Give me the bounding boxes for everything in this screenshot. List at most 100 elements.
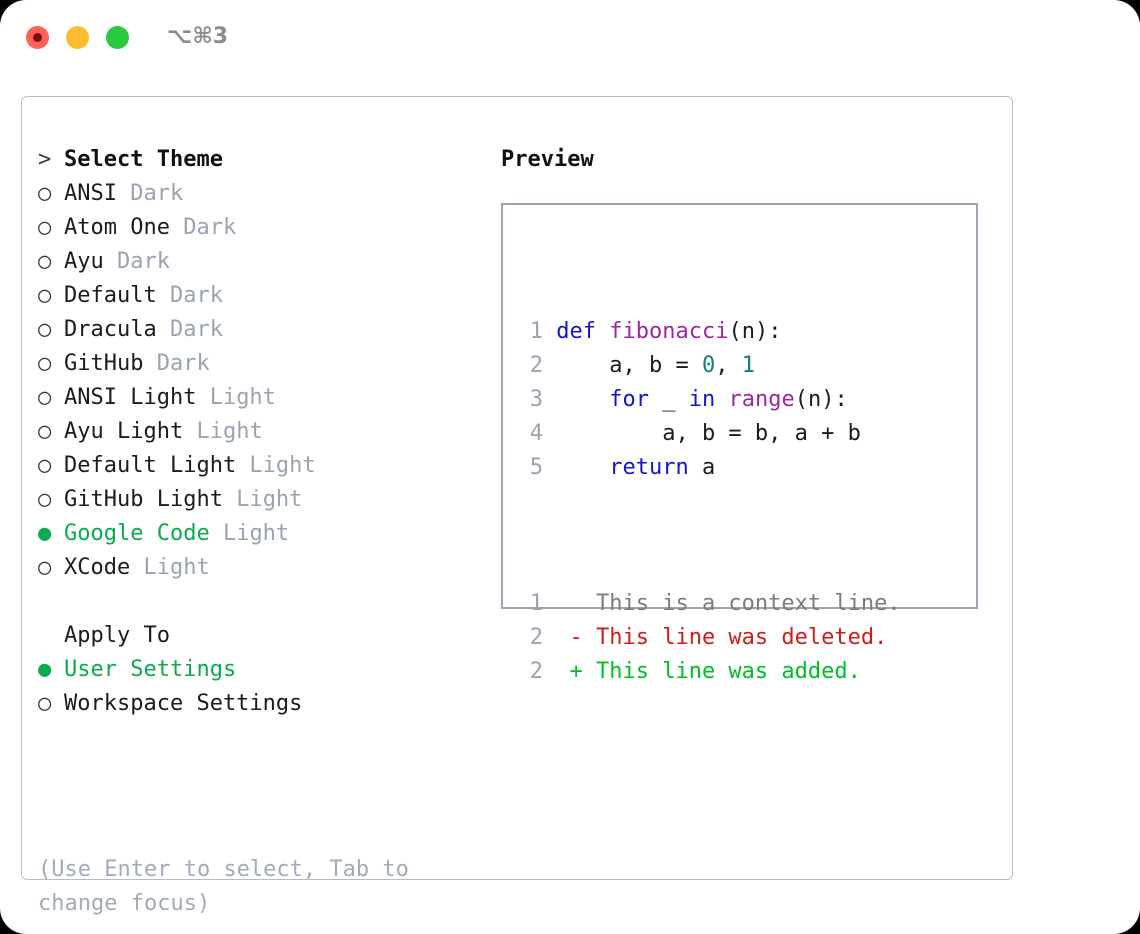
theme-list-item[interactable]: ○ GitHub Light Light xyxy=(38,483,488,517)
theme-name: XCode xyxy=(64,555,131,580)
theme-variant-tag: Light xyxy=(130,555,210,580)
theme-name: Default Light xyxy=(64,453,237,478)
diff-lines: 1 This is a context line.2 - This line w… xyxy=(517,587,901,689)
code-token: a, b = xyxy=(556,353,702,378)
radio-unselected-icon: ○ xyxy=(38,317,52,342)
apply-to-heading-label: Apply To xyxy=(64,623,170,648)
close-dot-icon xyxy=(33,33,42,42)
select-theme-heading: > Select Theme xyxy=(38,143,488,177)
theme-name: ANSI Light xyxy=(64,385,197,410)
code-token xyxy=(556,455,609,480)
line-number: 1 xyxy=(529,591,543,616)
line-number: 2 xyxy=(529,659,543,684)
apply-to-heading-spacer-icon: ○ xyxy=(38,619,64,653)
diff-line: 1 This is a context line. xyxy=(517,587,901,621)
code-line: 3 for _ in range(n): xyxy=(517,383,901,417)
apply-to-list: ●User Settings○Workspace Settings xyxy=(38,653,488,721)
theme-variant-tag: Dark xyxy=(143,351,210,376)
theme-variant-tag: Light xyxy=(196,385,276,410)
theme-list-item[interactable]: ○Default Light Light xyxy=(38,449,488,483)
diff-line: 2 + This line was added. xyxy=(517,655,901,689)
theme-name: GitHub Light xyxy=(64,487,223,512)
preview-title: Preview xyxy=(501,147,594,172)
apply-to-item[interactable]: ●User Settings xyxy=(38,653,488,687)
theme-name: Atom One xyxy=(64,215,170,240)
preview-column: Preview 1 def fibonacci(n):2 a, b = 0, 1… xyxy=(501,143,991,684)
apply-to-heading: ○Apply To xyxy=(38,619,488,653)
theme-variant-tag: Dark xyxy=(169,215,237,240)
theme-list-item[interactable]: ○ GitHub Dark xyxy=(38,347,488,381)
diff-line-text: + This line was added. xyxy=(543,659,861,684)
code-line: 2 a, b = 0, 1 xyxy=(517,349,901,383)
theme-list-item[interactable]: ○Ayu Dark xyxy=(38,245,488,279)
radio-unselected-icon: ○ xyxy=(38,691,52,716)
code-token: for xyxy=(609,387,649,412)
theme-name: Dracula xyxy=(64,317,157,342)
theme-list-item[interactable]: ○ Ayu Light Light xyxy=(38,415,488,449)
radio-unselected-icon: ○ xyxy=(38,385,52,410)
line-number: 3 xyxy=(529,387,543,412)
theme-list-item[interactable]: ○ANSI Dark xyxy=(38,177,488,211)
code-token: a xyxy=(688,455,716,480)
theme-name: Ayu Light xyxy=(64,419,184,444)
zoom-button[interactable] xyxy=(106,26,129,49)
line-number: 1 xyxy=(529,319,543,344)
theme-list-item[interactable]: ○ Dracula Dark xyxy=(38,313,488,347)
theme-variant-tag: Dark xyxy=(156,283,223,308)
close-button[interactable] xyxy=(26,26,49,49)
radio-unselected-icon: ○ xyxy=(38,215,52,240)
theme-list-item[interactable]: ○XCode Light xyxy=(38,551,488,585)
code-token: (n): xyxy=(794,387,848,412)
apply-to-label: User Settings xyxy=(64,657,237,682)
minimize-button[interactable] xyxy=(66,26,89,49)
line-number: 5 xyxy=(529,455,543,480)
content-panel: >Select Theme ○ANSI Dark○Atom One Dark○A… xyxy=(21,96,1013,916)
code-gutter-space xyxy=(543,319,556,344)
theme-variant-tag: Dark xyxy=(103,249,170,274)
diff-line-text: - This line was deleted. xyxy=(543,625,888,650)
code-token: in xyxy=(688,387,716,412)
theme-variant-tag: Light xyxy=(222,487,303,512)
code-token: range xyxy=(728,387,795,412)
line-number: 2 xyxy=(529,353,543,378)
code-gutter-space xyxy=(543,353,556,378)
theme-name: GitHub xyxy=(64,351,144,376)
code-token: _ xyxy=(648,387,689,412)
theme-name: Ayu xyxy=(64,249,104,274)
window-controls xyxy=(26,26,129,49)
select-theme-heading-label: Select Theme xyxy=(64,147,223,172)
code-token: return xyxy=(609,455,689,480)
code-token: def xyxy=(556,319,610,344)
code-token: , xyxy=(715,353,742,378)
list-spacer xyxy=(38,585,488,619)
theme-list-item[interactable]: ○Default Dark xyxy=(38,279,488,313)
code-token xyxy=(556,387,609,412)
apply-to-item[interactable]: ○Workspace Settings xyxy=(38,687,488,721)
radio-unselected-icon: ○ xyxy=(38,487,52,512)
line-number: 4 xyxy=(529,421,543,446)
code-line: 5 return a xyxy=(517,451,901,485)
theme-list-item[interactable]: ○ Atom One Dark xyxy=(38,211,488,245)
theme-list-item[interactable]: ○ ANSI Light Light xyxy=(38,381,488,415)
theme-variant-tag: Light xyxy=(183,419,263,444)
code-line: 4 a, b = b, a + b xyxy=(517,417,901,451)
code-gutter-space xyxy=(543,387,556,412)
theme-variant-tag: Dark xyxy=(156,317,223,342)
heading-prefix-icon: > xyxy=(38,147,52,172)
theme-variant-tag: Light xyxy=(236,453,316,478)
keyboard-shortcut-label: ⌥⌘3 xyxy=(167,24,229,49)
theme-name: ANSI xyxy=(64,181,117,206)
code-token: 1 xyxy=(741,353,755,378)
diff-line: 2 - This line was deleted. xyxy=(517,621,901,655)
keyboard-hint: (Use Enter to select, Tab to change focu… xyxy=(38,857,423,916)
theme-list-item[interactable]: ●Google Code Light xyxy=(38,517,488,551)
radio-unselected-icon: ○ xyxy=(38,419,52,444)
code-token xyxy=(715,387,728,412)
theme-selector-column: >Select Theme ○ANSI Dark○Atom One Dark○A… xyxy=(38,143,488,721)
radio-unselected-icon: ○ xyxy=(38,351,52,376)
diff-line-text: This is a context line. xyxy=(543,591,901,616)
radio-unselected-icon: ○ xyxy=(38,181,52,206)
